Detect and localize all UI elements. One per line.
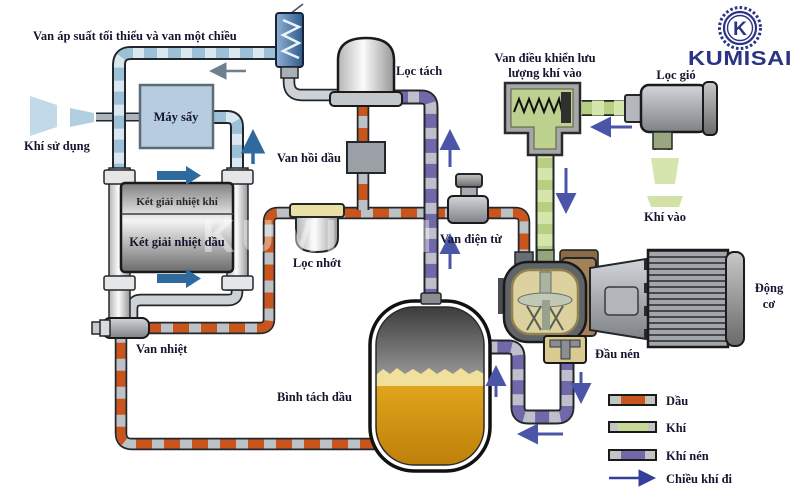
air-out-spray: [30, 96, 94, 136]
legend-item-compressed-air: Khí nén: [608, 449, 709, 463]
label-oil-filter: Lọc nhớt: [293, 256, 342, 270]
air-filter: [624, 81, 718, 150]
spring-glyph: [513, 95, 563, 115]
solenoid-valve: [447, 173, 489, 224]
tank-top-port: [420, 292, 442, 305]
legend-swatch-air: [618, 423, 648, 431]
motor-nameplate: [604, 286, 639, 316]
flow-arrows: [157, 62, 632, 445]
label-thermal-valve: Van nhiệt: [136, 342, 188, 356]
logo-outer-circle: [722, 10, 758, 46]
logo-inner-circle: [726, 14, 754, 42]
label-oil-return-valve: Van hồi dầu: [277, 151, 341, 165]
oil-filter-canister: [289, 203, 345, 254]
exchanger-body: [119, 181, 235, 274]
tank-foam: [376, 368, 484, 386]
legend-swatch-compressed-air: [621, 451, 645, 459]
dryer-box: [138, 83, 215, 150]
watermark-text: KUMISAI: [202, 210, 438, 262]
label-dryer: Máy sấy: [154, 110, 200, 124]
label-air-filter: Lọc gió: [656, 68, 695, 82]
legend-swatch-oil: [621, 396, 645, 404]
arrow-cooler-bottom: [157, 269, 201, 288]
legend-label-flow-direction: Chiều khí đi: [666, 472, 733, 486]
label-separator-filter: Lọc tách: [396, 64, 442, 78]
thermal-valve-fitting: [91, 317, 150, 339]
label-min-pressure-valve: Van áp suất tối thiểu và van một chiều: [33, 29, 237, 43]
min-pressure-valve: [275, 3, 304, 79]
label-air-in: Khí vào: [644, 210, 686, 224]
tank-oil: [376, 381, 484, 465]
label-air-cooler: Két giải nhiệt khí: [136, 196, 219, 208]
pipe-oil-cooler-return: [132, 286, 237, 324]
label-motor-line1: Động: [755, 281, 784, 295]
compressor-head-unit: [498, 249, 588, 344]
tank-gas-space: [376, 307, 484, 381]
legend-item-oil: Dầu: [608, 394, 688, 408]
label-air-out: Khí sử dụng: [24, 139, 91, 153]
logo-wreath: [718, 6, 762, 50]
legend-label-compressed-air: Khí nén: [666, 449, 709, 463]
label-oil-cooler: Két giải nhiệt dầu: [129, 235, 225, 249]
label-motor-line2: cơ: [763, 297, 776, 311]
intake-control-valve: [503, 81, 582, 157]
legend-item-air: Khí: [608, 421, 687, 435]
valve-piston: [561, 92, 571, 123]
pipe-tank-to-separator: [394, 97, 431, 306]
label-oil-separator-tank: Bình tách dầu: [277, 390, 352, 404]
motor-finned-body: [646, 248, 730, 349]
air-in-spray: [647, 158, 683, 207]
label-compressor-head: Đầu nén: [595, 347, 640, 361]
oil-return-valve-body: [346, 141, 386, 174]
brand-logo: K KUMISAI: [688, 6, 792, 70]
spray-small: [70, 108, 94, 127]
motor-assembly: [559, 248, 745, 349]
labels: Van áp suất tối thiểu và van một chiều K…: [24, 29, 784, 404]
label-intake-valve-line2: lượng khí vào: [508, 66, 581, 80]
label-intake-valve-line1: Van điều khiển lưu: [494, 51, 595, 65]
label-solenoid-valve: Van điện từ: [440, 232, 502, 246]
spring-glyph: [280, 18, 302, 60]
heat-exchanger: [103, 167, 254, 324]
legend-label-air: Khí: [666, 421, 687, 435]
separator-filter-vessel: [329, 36, 403, 107]
oil-separator-tank: [368, 292, 492, 473]
discharge-check-valve: [543, 335, 587, 364]
arrow-cooler-top: [157, 166, 201, 185]
legend: Dầu Khí Khí nén Chiều khí đi: [608, 394, 733, 487]
legend-label-oil: Dầu: [666, 394, 688, 408]
logo-name: KUMISAI: [688, 48, 792, 70]
spray-large: [30, 96, 57, 136]
motor-end-cap: [725, 251, 745, 347]
logo-initial: K: [733, 19, 747, 40]
legend-item-flow-direction: Chiều khí đi: [609, 469, 733, 487]
